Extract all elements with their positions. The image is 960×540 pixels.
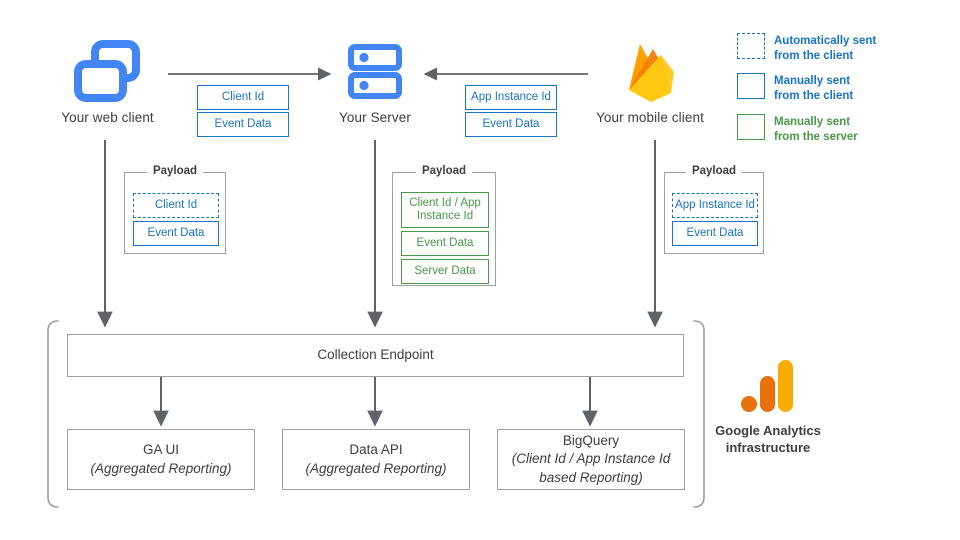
payload-server-item-server-data: Server Data bbox=[401, 259, 489, 284]
google-analytics-logo-icon bbox=[740, 358, 796, 414]
legend-manual-client-line2: from the client bbox=[774, 90, 854, 103]
legend-text-manual-server: Manually sent from the server bbox=[774, 114, 858, 144]
mobile-client-label: Your mobile client bbox=[596, 110, 704, 125]
server-label: Your Server bbox=[339, 110, 411, 125]
transport-chip-event-data-web: Event Data bbox=[197, 112, 289, 137]
payload-web-title: Payload bbox=[146, 165, 204, 177]
output-box-data-api: Data API (Aggregated Reporting) bbox=[282, 429, 470, 490]
transport-chip-app-instance-id: App Instance Id bbox=[465, 85, 557, 110]
transport-chip-event-data-mobile: Event Data bbox=[465, 112, 557, 137]
firebase-flame-icon bbox=[620, 38, 682, 104]
payload-server-title: Payload bbox=[415, 165, 473, 177]
legend-item-manual-client: Manually sent from the client bbox=[737, 73, 876, 103]
legend-text-auto-client: Automatically sent from the client bbox=[774, 33, 876, 63]
output-bigquery-subtitle: (Client Id / App Instance Id based Repor… bbox=[511, 451, 671, 485]
payload-mobile-client: Payload App Instance Id Event Data bbox=[664, 165, 764, 254]
payload-web-client: Payload Client Id Event Data bbox=[124, 165, 226, 254]
ga-infrastructure-line1: Google Analytics bbox=[715, 423, 821, 438]
web-client-label: Your web client bbox=[61, 110, 154, 125]
legend-manual-client-line1: Manually sent bbox=[774, 75, 851, 88]
ga-infrastructure-line2: infrastructure bbox=[725, 439, 811, 455]
legend-swatch-dashed-blue bbox=[737, 33, 765, 59]
legend-swatch-solid-blue bbox=[737, 73, 765, 100]
server-icon bbox=[348, 44, 402, 100]
web-client-icon bbox=[74, 40, 140, 102]
legend-auto-client-line2: from the client bbox=[774, 49, 854, 62]
payload-mobile-item-event-data: Event Data bbox=[672, 221, 758, 246]
legend-item-manual-server: Manually sent from the server bbox=[737, 113, 876, 144]
payload-web-item-event-data: Event Data bbox=[133, 221, 219, 246]
output-ga-ui-subtitle: (Aggregated Reporting) bbox=[90, 460, 232, 476]
legend-auto-client-line1: Automatically sent bbox=[774, 35, 877, 47]
legend-text-manual-client: Manually sent from the client bbox=[774, 73, 853, 103]
legend-swatch-solid-green bbox=[737, 113, 765, 140]
ga-infrastructure-caption: Google Analytics infrastructure bbox=[693, 423, 843, 457]
output-box-ga-ui: GA UI (Aggregated Reporting) bbox=[67, 429, 255, 490]
output-data-api-title: Data API bbox=[349, 442, 403, 458]
payload-server-item-event-data: Event Data bbox=[401, 231, 489, 256]
output-ga-ui-title: GA UI bbox=[142, 442, 179, 458]
legend-manual-server-line2: from the server bbox=[774, 130, 858, 143]
payload-mobile-title: Payload bbox=[685, 165, 743, 177]
payload-server: Payload Client Id / App Instance Id Even… bbox=[392, 165, 496, 286]
collection-endpoint-box: Collection Endpoint bbox=[67, 334, 684, 377]
output-box-bigquery: BigQuery (Client Id / App Instance Id ba… bbox=[497, 429, 685, 490]
payload-mobile-item-app-instance-id: App Instance Id bbox=[672, 193, 758, 218]
legend-manual-server-line1: Manually sent bbox=[774, 115, 851, 128]
output-data-api-subtitle: (Aggregated Reporting) bbox=[305, 460, 447, 476]
transport-chip-client-id: Client Id bbox=[197, 85, 289, 110]
payload-web-item-client-id: Client Id bbox=[133, 193, 219, 218]
output-bigquery-title: BigQuery bbox=[562, 433, 620, 449]
legend-item-auto-client: Automatically sent from the client bbox=[737, 33, 876, 63]
legend: Automatically sent from the client Manua… bbox=[737, 33, 876, 154]
payload-server-item-ids: Client Id / App Instance Id bbox=[401, 192, 489, 228]
